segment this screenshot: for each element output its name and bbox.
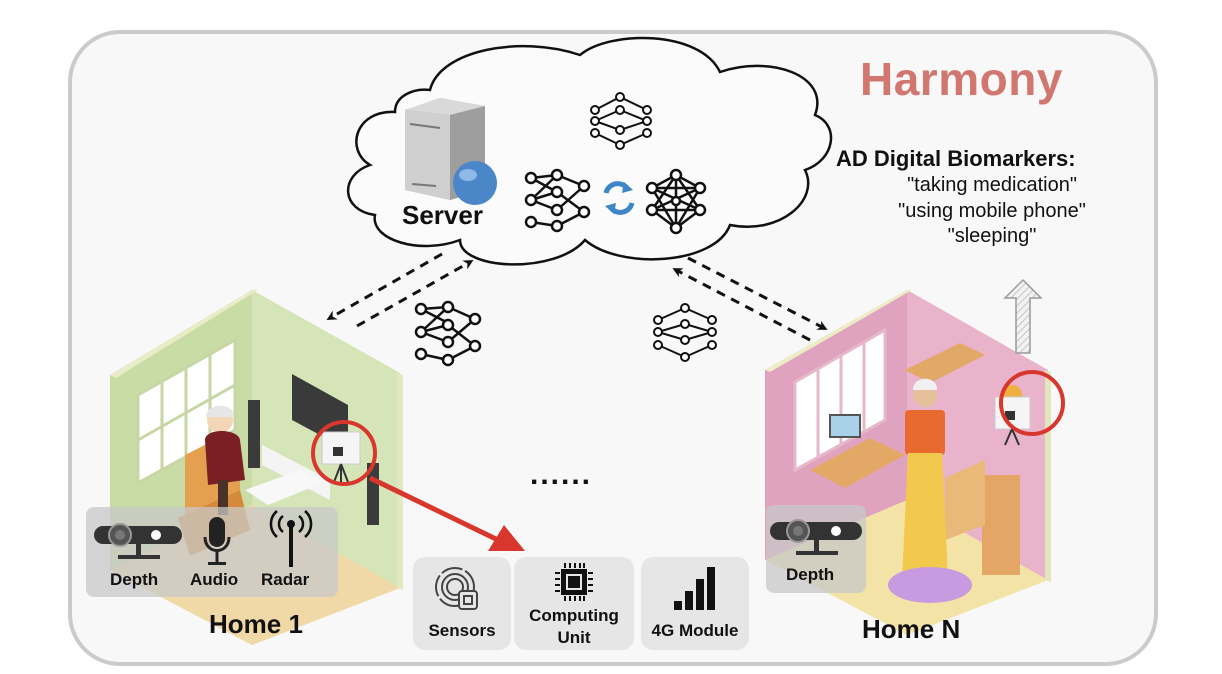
sensor-label-depth: Depth: [110, 570, 159, 589]
microphone-icon: [203, 517, 231, 565]
module-label-computing-line1: Computing: [529, 606, 619, 625]
window: [136, 337, 237, 486]
depth-camera-icon: [770, 519, 862, 555]
homeN-label: Home N: [862, 614, 961, 644]
radar-antenna-icon: [269, 510, 313, 567]
module-label-4g: 4G Module: [651, 621, 739, 640]
module-label-sensors: Sensors: [428, 621, 496, 640]
sensor-label-radar: Radar: [261, 570, 310, 589]
rug: [888, 567, 972, 603]
desk: [810, 438, 905, 488]
sensors-icon: [435, 567, 478, 610]
chip-icon: [555, 563, 593, 601]
red-arrow: [368, 475, 525, 551]
biomarker-item: "sleeping": [947, 225, 1037, 247]
neural-network-icon-right: [645, 168, 707, 235]
biomarkers-heading: AD Digital Biomarkers:: [836, 146, 1076, 171]
highlight-circle-home1: [311, 420, 377, 486]
neural-network-icon-home1-link: [414, 300, 482, 367]
dashed-arrows-home1: [326, 252, 474, 328]
neural-network-icon-homeN-link: [653, 303, 717, 362]
highlight-circle-homeN: [999, 370, 1065, 436]
module-sensors: Sensors: [413, 557, 511, 650]
sensor-label-audio: Audio: [190, 570, 239, 589]
home1-label: Home 1: [209, 609, 303, 639]
neural-network-icon-left: [524, 168, 591, 233]
server-label: Server: [402, 200, 483, 230]
biomarker-item: "taking medication": [907, 174, 1077, 196]
elderly-man: [205, 405, 245, 515]
neural-network-icon-top: [590, 92, 652, 150]
coffee-table: [245, 470, 325, 505]
device-home1: [321, 431, 361, 483]
drawer: [945, 460, 985, 540]
server-icon: [405, 98, 497, 205]
up-arrow: [1003, 278, 1043, 354]
sync-icon: [603, 181, 635, 215]
cloud: [346, 36, 833, 266]
sensor-label-depth: Depth: [786, 565, 835, 584]
homeN-sensor-panel: Depth: [766, 505, 866, 593]
depth-camera-icon: [94, 523, 182, 559]
app-title: Harmony: [860, 53, 1063, 105]
homeN-room: [765, 290, 1065, 635]
monitor: [829, 414, 861, 438]
speaker: [248, 400, 260, 468]
biomarker-item: "using mobile phone": [898, 200, 1086, 222]
module-label-computing-line2: Unit: [557, 628, 591, 647]
elderly-woman: [902, 378, 948, 580]
globe-icon: [453, 161, 497, 205]
shelf: [905, 343, 985, 383]
ellipsis: ......: [530, 458, 593, 491]
module-4g: 4G Module: [641, 557, 749, 650]
signal-bars-icon: [674, 567, 715, 610]
module-computing-unit: Computing Unit: [514, 557, 634, 650]
tv: [292, 374, 348, 450]
home1-sensor-panel: Depth Audio Radar: [86, 507, 338, 597]
bookcase: [982, 475, 1020, 575]
